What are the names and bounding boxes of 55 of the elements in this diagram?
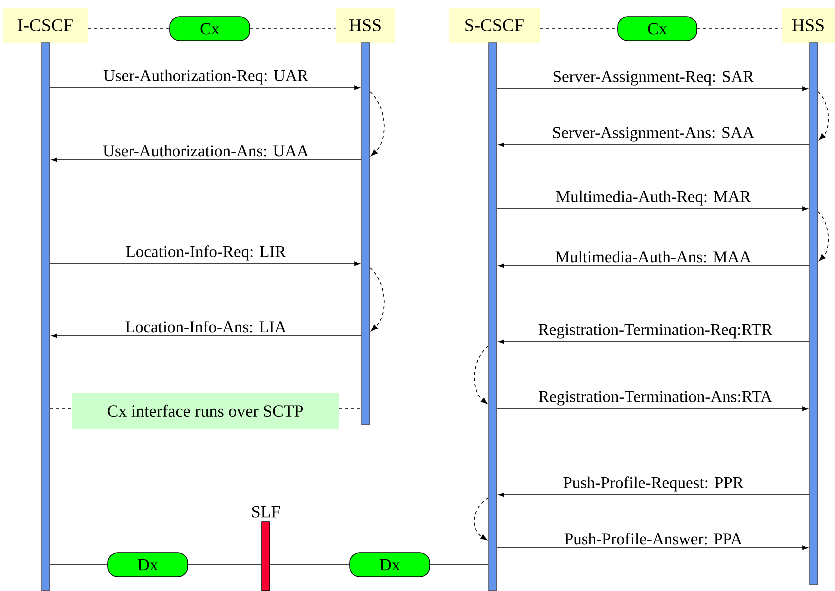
connector-line (50, 408, 72, 410)
message-arrow (50, 262, 360, 266)
message-label: Location-Info-Ans: LIA (126, 320, 287, 333)
connector-line (188, 564, 262, 566)
message-arrow (52, 334, 362, 338)
message-label: Server-Assignment-Req: SAR (554, 71, 754, 86)
message-label: Registration-Termination-Ans:RTA (539, 391, 772, 406)
message-label: Multimedia-Auth-Ans: MAA (556, 251, 752, 263)
node-label: SLF (252, 506, 280, 518)
entity-header: I-CSCF (3, 8, 88, 43)
self-arrow (370, 92, 385, 156)
message-arrow (498, 264, 810, 268)
message-arrow (497, 406, 808, 412)
lifeline-bar (488, 42, 498, 591)
message-label: Multimedia-Auth-Req: MAR (556, 190, 752, 206)
note-box: Cx interface runs over SCTP (72, 393, 339, 429)
lifeline-bar (362, 42, 370, 426)
message-label: Location-Info-Req: LIR (126, 246, 286, 261)
interface-pill: Cx (618, 16, 698, 42)
lifeline-bar (810, 42, 818, 586)
message-arrow (497, 546, 808, 550)
self-arrow (818, 92, 830, 140)
message-label: User-Authorization-Req: UAR (104, 70, 308, 85)
connector-line (88, 28, 170, 30)
message-arrow (498, 340, 810, 344)
interface-pill: Cx (170, 16, 250, 42)
message-label: User-Authorization-Ans: UAA (103, 145, 309, 157)
message-label: Push-Profile-Answer: PPA (564, 532, 742, 545)
self-arrow (474, 346, 489, 404)
interface-pill: Dx (350, 552, 430, 578)
slf-bar (262, 522, 270, 591)
connector-line (250, 28, 336, 30)
message-arrow (52, 158, 362, 162)
connector-line (270, 564, 350, 566)
self-arrow (818, 212, 830, 262)
message-arrow (497, 206, 808, 212)
self-arrow (370, 268, 385, 332)
entity-header: HSS (782, 8, 835, 43)
message-arrow (497, 86, 808, 92)
message-arrow (498, 492, 810, 498)
connector-line (338, 408, 362, 410)
self-arrow (474, 498, 489, 541)
entity-header: HSS (336, 8, 395, 43)
interface-pill: Dx (108, 552, 188, 578)
connector-line (697, 28, 782, 30)
message-arrow (50, 86, 360, 90)
message-label: Push-Profile-Request: PPR (564, 476, 744, 492)
connector-line (540, 28, 618, 30)
lifeline-bar (42, 42, 50, 591)
entity-header: S-CSCF (449, 8, 540, 43)
message-label: Registration-Termination-Req:RTR (538, 324, 773, 339)
connector-line (50, 564, 108, 566)
message-label: Server-Assignment-Ans: SAA (553, 127, 754, 142)
connector-line (430, 564, 489, 566)
message-arrow (498, 142, 810, 148)
